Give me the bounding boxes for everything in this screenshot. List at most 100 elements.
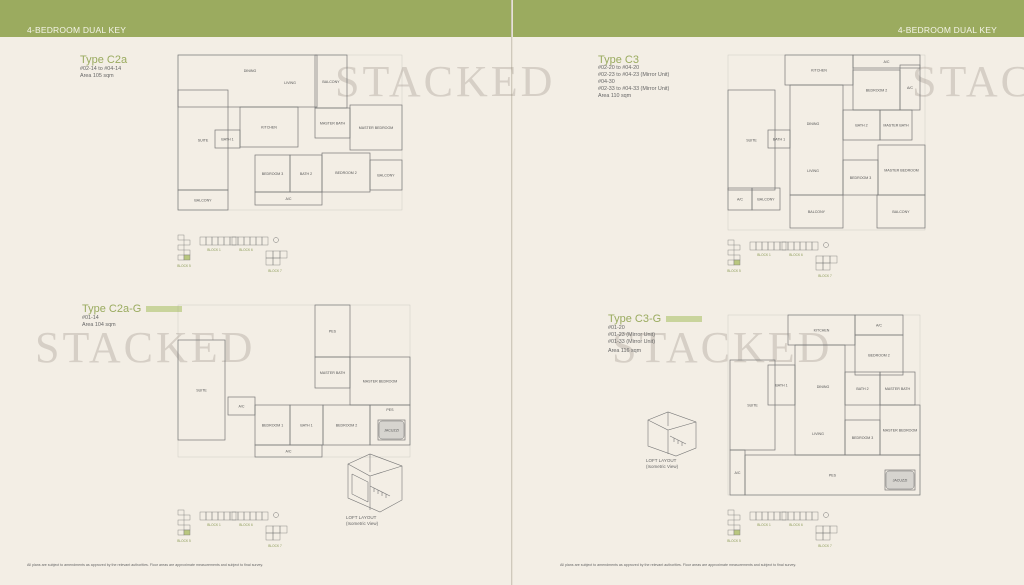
room-outline <box>744 454 921 496</box>
block-label: BLOCK 1 <box>757 253 771 257</box>
room-label: KITCHEN <box>261 126 277 130</box>
room-outline <box>254 444 323 458</box>
room-label: BATH 2 <box>300 172 312 176</box>
right-section-title: 4-BEDROOM DUAL KEY <box>897 25 997 35</box>
room-label: A/C <box>735 471 741 475</box>
room-label: BEDROOM 3 <box>262 172 284 176</box>
room-label: BATH 2 <box>855 124 867 128</box>
room-label: BEDROOM 3 <box>850 176 872 180</box>
north-arrow-icon <box>273 237 279 243</box>
room-outline <box>239 106 299 148</box>
room-outline <box>254 191 323 206</box>
watermark: STACKED <box>35 323 256 372</box>
room-label: BATH 2 <box>856 387 868 391</box>
room-outline <box>794 344 846 456</box>
room-label: A/C <box>286 450 292 454</box>
room-label: A/C <box>907 86 913 90</box>
room-label: A/C <box>286 197 292 201</box>
room-outline <box>177 339 226 441</box>
unit-info-c3-g: #01-20 #01-23 (Mirror Unit) #01-33 (Mirr… <box>608 325 655 355</box>
unit-location-highlight <box>733 529 741 536</box>
room-label: KITCHEN <box>814 329 830 333</box>
north-arrow-icon <box>823 512 829 518</box>
room-outline <box>369 159 403 191</box>
unit-badge <box>666 316 703 323</box>
room-label: BATH 1 <box>221 138 233 142</box>
unit-area: Area 105 sqm <box>80 73 114 79</box>
block-label: BLOCK 7 <box>268 544 282 548</box>
room-label: SUITE <box>198 139 209 143</box>
north-arrow-icon <box>273 512 279 518</box>
room-label: JACUZZI <box>893 479 908 483</box>
room-label: MASTER BATH <box>883 124 909 128</box>
loft-label-title: LOFT LAYOUT <box>346 515 377 520</box>
left-section-title: 4-BEDROOM DUAL KEY <box>27 25 127 35</box>
unit-line: #01-14 <box>82 315 99 321</box>
room-label: A/C <box>876 324 882 328</box>
room-label: BEDROOM 2 <box>866 89 888 93</box>
block-label: BLOCK 1 <box>207 248 221 252</box>
room-label: BEDROOM 3 <box>852 436 874 440</box>
unit-area: Area 104 sqm <box>82 322 116 328</box>
loft-isometric-drawing <box>647 411 697 457</box>
unit-location-highlight <box>183 254 191 261</box>
unit-title-c3-g: Type C3-G <box>608 313 703 325</box>
room-outline <box>854 334 904 376</box>
room-label: BATH 1 <box>775 384 787 388</box>
loft-isometric-drawing <box>347 453 403 513</box>
room-label: A/C <box>239 405 245 409</box>
block-label: BLOCK 5 <box>177 264 191 268</box>
block-label: BLOCK 5 <box>177 539 191 543</box>
block-label: BLOCK 5 <box>727 539 741 543</box>
room-outline <box>884 469 916 491</box>
unit-title-text: Type C2a-G <box>82 303 142 315</box>
room-label: DINING <box>807 122 820 126</box>
room-label: BALCONY <box>892 210 910 214</box>
room-label: LIVING <box>812 432 824 436</box>
key-plan: BLOCK 5 BLOCK 1 BLOCK 6 BLOCK 7 <box>177 509 288 548</box>
room-label: BALCONY <box>757 198 775 202</box>
room-label: A/C <box>884 60 890 64</box>
room-outline <box>852 54 921 69</box>
room-outline <box>876 194 926 229</box>
unit-line: #02-14 to #04-14 <box>80 66 122 72</box>
block-label: BLOCK 6 <box>239 248 253 252</box>
room-outline <box>789 84 844 196</box>
room-outline <box>789 194 844 229</box>
room-label: MASTER BEDROOM <box>883 429 918 433</box>
room-label: MASTER BEDROOM <box>359 126 394 130</box>
block-label: BLOCK 1 <box>207 523 221 527</box>
room-label: SUITE <box>746 139 757 143</box>
block-label: BLOCK 7 <box>818 274 832 278</box>
unit-area: Area 110 sqm <box>598 93 632 99</box>
room-label: BEDROOM 2 <box>868 354 890 358</box>
room-label: MASTER BATH <box>320 371 346 375</box>
room-outline <box>377 419 406 441</box>
watermark: STACKED <box>612 323 833 372</box>
room-label: DINING <box>244 69 257 73</box>
plan-outline <box>727 54 926 231</box>
unit-info-c3: #02-20 to #04-20 #02-23 to #04-23 (Mirro… <box>598 65 669 100</box>
unit-title-c2a-g: Type C2a-G <box>82 303 183 315</box>
unit-line: #02-20 to #04-20 <box>598 65 640 71</box>
room-label: BALCONY <box>377 174 395 178</box>
unit-info-c2a: #02-14 to #04-14 Area 105 sqm <box>80 66 121 80</box>
room-outline <box>879 109 913 141</box>
block-label: BLOCK 7 <box>818 544 832 548</box>
block-label: BLOCK 6 <box>239 523 253 527</box>
unit-location-highlight <box>183 529 191 536</box>
watermark: STACKED <box>335 57 556 106</box>
unit-area: Area 116 sqm <box>608 348 642 354</box>
room-label: BEDROOM 1 <box>262 424 284 428</box>
room-label: LIVING <box>807 169 819 173</box>
loft-label: LOFT LAYOUT (Isometric View) <box>646 458 678 469</box>
room-label: BALCONY <box>322 80 340 84</box>
unit-badge <box>146 306 183 313</box>
unit-info-c2a-g: #01-14 Area 104 sqm <box>82 315 116 329</box>
jacuzzi-icon <box>378 420 405 440</box>
